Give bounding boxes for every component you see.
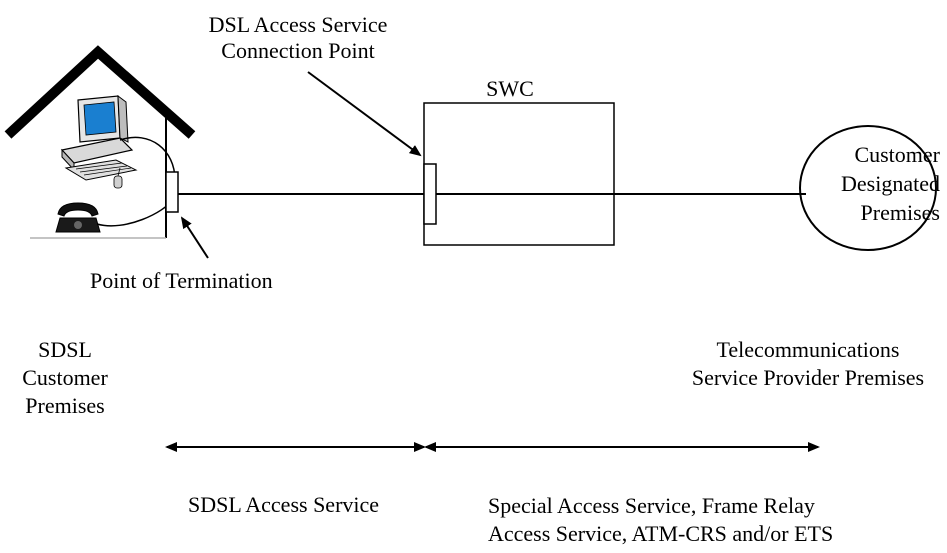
telecom-provider-line-2: Service Provider Premises	[691, 365, 925, 390]
connection-point-pointer	[307, 71, 422, 157]
termination-pointer	[180, 216, 209, 259]
customer-premises-circle	[799, 125, 937, 251]
sdsl-customer-premises-label: SDSL Customer Premises	[0, 336, 130, 420]
customer-designated-line-3: Premises	[860, 200, 940, 225]
sdsl-customer-premises-line-2: Customer	[22, 365, 108, 390]
sdsl-access-service-label: SDSL Access Service	[188, 492, 380, 517]
dsl-connection-point-label: DSL Access Service Connection Point	[148, 12, 448, 64]
termination-box-icon	[165, 171, 179, 213]
dsl-connection-point-line-2: Connection Point	[221, 38, 375, 63]
sdsl-customer-premises-line-3: Premises	[25, 393, 105, 418]
swc-box	[423, 102, 615, 246]
swc-label: SWC	[486, 76, 534, 101]
computer-icon	[60, 94, 138, 189]
point-of-termination-label: Point of Termination	[90, 268, 273, 293]
special-access-line-1: Special Access Service, Frame Relay	[488, 493, 815, 518]
telecom-provider-premises-label: Telecommunications Service Provider Prem…	[672, 336, 944, 392]
telephone-icon	[55, 202, 101, 233]
connection-point-box-icon	[423, 163, 437, 225]
telecom-provider-line-1: Telecommunications	[716, 337, 900, 362]
special-access-line-2: Access Service, ATM-CRS and/or ETS	[488, 521, 834, 546]
customer-designated-line-1: Customer	[854, 142, 940, 167]
customer-designated-line-2: Designated	[841, 171, 940, 196]
dsl-connection-point-line-1: DSL Access Service	[208, 12, 388, 37]
customer-designated-premises-label: Customer Designated Premises	[790, 140, 940, 227]
sdsl-customer-premises-line-1: SDSL	[38, 337, 92, 362]
special-access-service-label: Special Access Service, Frame Relay Acce…	[488, 492, 833, 548]
